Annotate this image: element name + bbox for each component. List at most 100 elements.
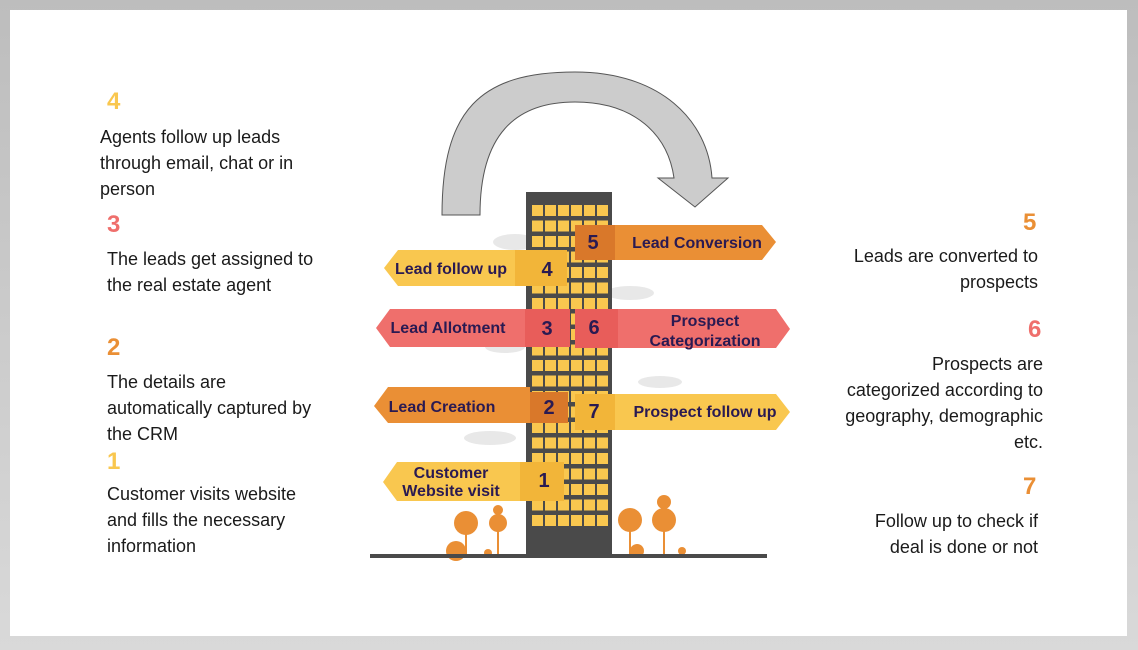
window (545, 205, 556, 216)
window (532, 205, 543, 216)
window (584, 499, 595, 511)
window (532, 437, 543, 449)
window (545, 344, 556, 356)
sign-lead-creation-label: Lead Creation (389, 399, 496, 416)
window (584, 375, 595, 387)
window (545, 360, 556, 371)
window (545, 515, 556, 526)
sign-prospect-follow-up-number: 7 (588, 401, 599, 423)
window (571, 437, 582, 449)
window (532, 499, 543, 511)
step-3-description: The leads get assigned to the real estat… (107, 249, 314, 295)
window (532, 344, 543, 356)
window (571, 375, 582, 387)
sign-customer-visit-number: 1 (538, 470, 549, 492)
sign-lead-follow-up: Lead follow up 4 (384, 250, 567, 286)
window (584, 437, 595, 449)
window (558, 344, 569, 356)
sign-customer-visit-line2: Website visit (402, 483, 500, 500)
window (584, 205, 595, 216)
window (545, 437, 556, 449)
window (532, 422, 543, 433)
window (532, 453, 543, 464)
window (558, 205, 569, 216)
window (597, 499, 608, 511)
sign-prospect-categorization-number: 6 (588, 317, 599, 339)
crm-building-diagram: Lead follow up 4 Lead Allotment 3 Lead C… (370, 71, 790, 561)
step-6-description: Prospects are categorized according to g… (845, 354, 1043, 452)
window (571, 515, 582, 526)
window (571, 267, 582, 278)
sign-prospect-follow-up-label: Prospect follow up (633, 404, 776, 421)
window (545, 236, 556, 247)
window (545, 282, 556, 294)
window (597, 437, 608, 449)
sign-lead-follow-up-number: 4 (541, 259, 553, 281)
step-7-description: Follow up to check if deal is done or no… (874, 511, 1038, 557)
sign-prospect-categorization: 6 Prospect Categorization (575, 309, 790, 350)
window (571, 298, 582, 309)
step-2-number: 2 (107, 334, 121, 361)
window (545, 499, 556, 511)
step-1-number: 1 (107, 448, 121, 475)
window (558, 298, 569, 309)
window (597, 282, 608, 294)
window (558, 453, 569, 464)
window (558, 422, 569, 433)
step-2-description: The details are automatically captured b… (107, 372, 312, 444)
window (584, 298, 595, 309)
window (584, 344, 595, 356)
window (597, 267, 608, 278)
window (532, 360, 543, 371)
window (558, 375, 569, 387)
window (571, 282, 582, 294)
window (571, 205, 582, 216)
sign-lead-allotment: Lead Allotment 3 (376, 309, 570, 347)
window (597, 468, 608, 480)
sign-prospect-categorization-line2: Categorization (649, 333, 760, 350)
window (558, 499, 569, 511)
window (532, 282, 543, 294)
sign-lead-conversion-label: Lead Conversion (632, 235, 762, 252)
window (545, 422, 556, 433)
window (597, 453, 608, 464)
window (584, 468, 595, 480)
window (571, 360, 582, 371)
step-1-description: Customer visits website and fills the ne… (107, 484, 297, 556)
curved-arrow (441, 71, 730, 216)
sign-lead-creation: Lead Creation 2 (374, 387, 568, 423)
window (558, 515, 569, 526)
window (545, 220, 556, 232)
window (532, 236, 543, 247)
window (532, 375, 543, 387)
window (584, 267, 595, 278)
window (597, 484, 608, 495)
sign-customer-website-visit: Customer Website visit 1 (383, 462, 564, 501)
window (571, 344, 582, 356)
window (532, 515, 543, 526)
window (597, 344, 608, 356)
sign-prospect-categorization-line1: Prospect (671, 313, 740, 330)
window (545, 298, 556, 309)
window (584, 453, 595, 464)
window (584, 282, 595, 294)
window (558, 236, 569, 247)
trees (446, 495, 686, 561)
window (597, 205, 608, 216)
window (584, 515, 595, 526)
step-5-number: 5 (1023, 209, 1037, 236)
window (545, 453, 556, 464)
window (545, 375, 556, 387)
window (584, 484, 595, 495)
window (571, 484, 582, 495)
sign-lead-allotment-number: 3 (541, 318, 552, 340)
window (597, 360, 608, 371)
window (558, 437, 569, 449)
step-5-description: Leads are converted to prospects (853, 246, 1038, 292)
ground-line (370, 554, 767, 558)
window (558, 220, 569, 232)
window (571, 453, 582, 464)
sign-lead-conversion-number: 5 (587, 232, 598, 254)
window (558, 360, 569, 371)
sign-customer-visit-line1: Customer (414, 465, 489, 482)
